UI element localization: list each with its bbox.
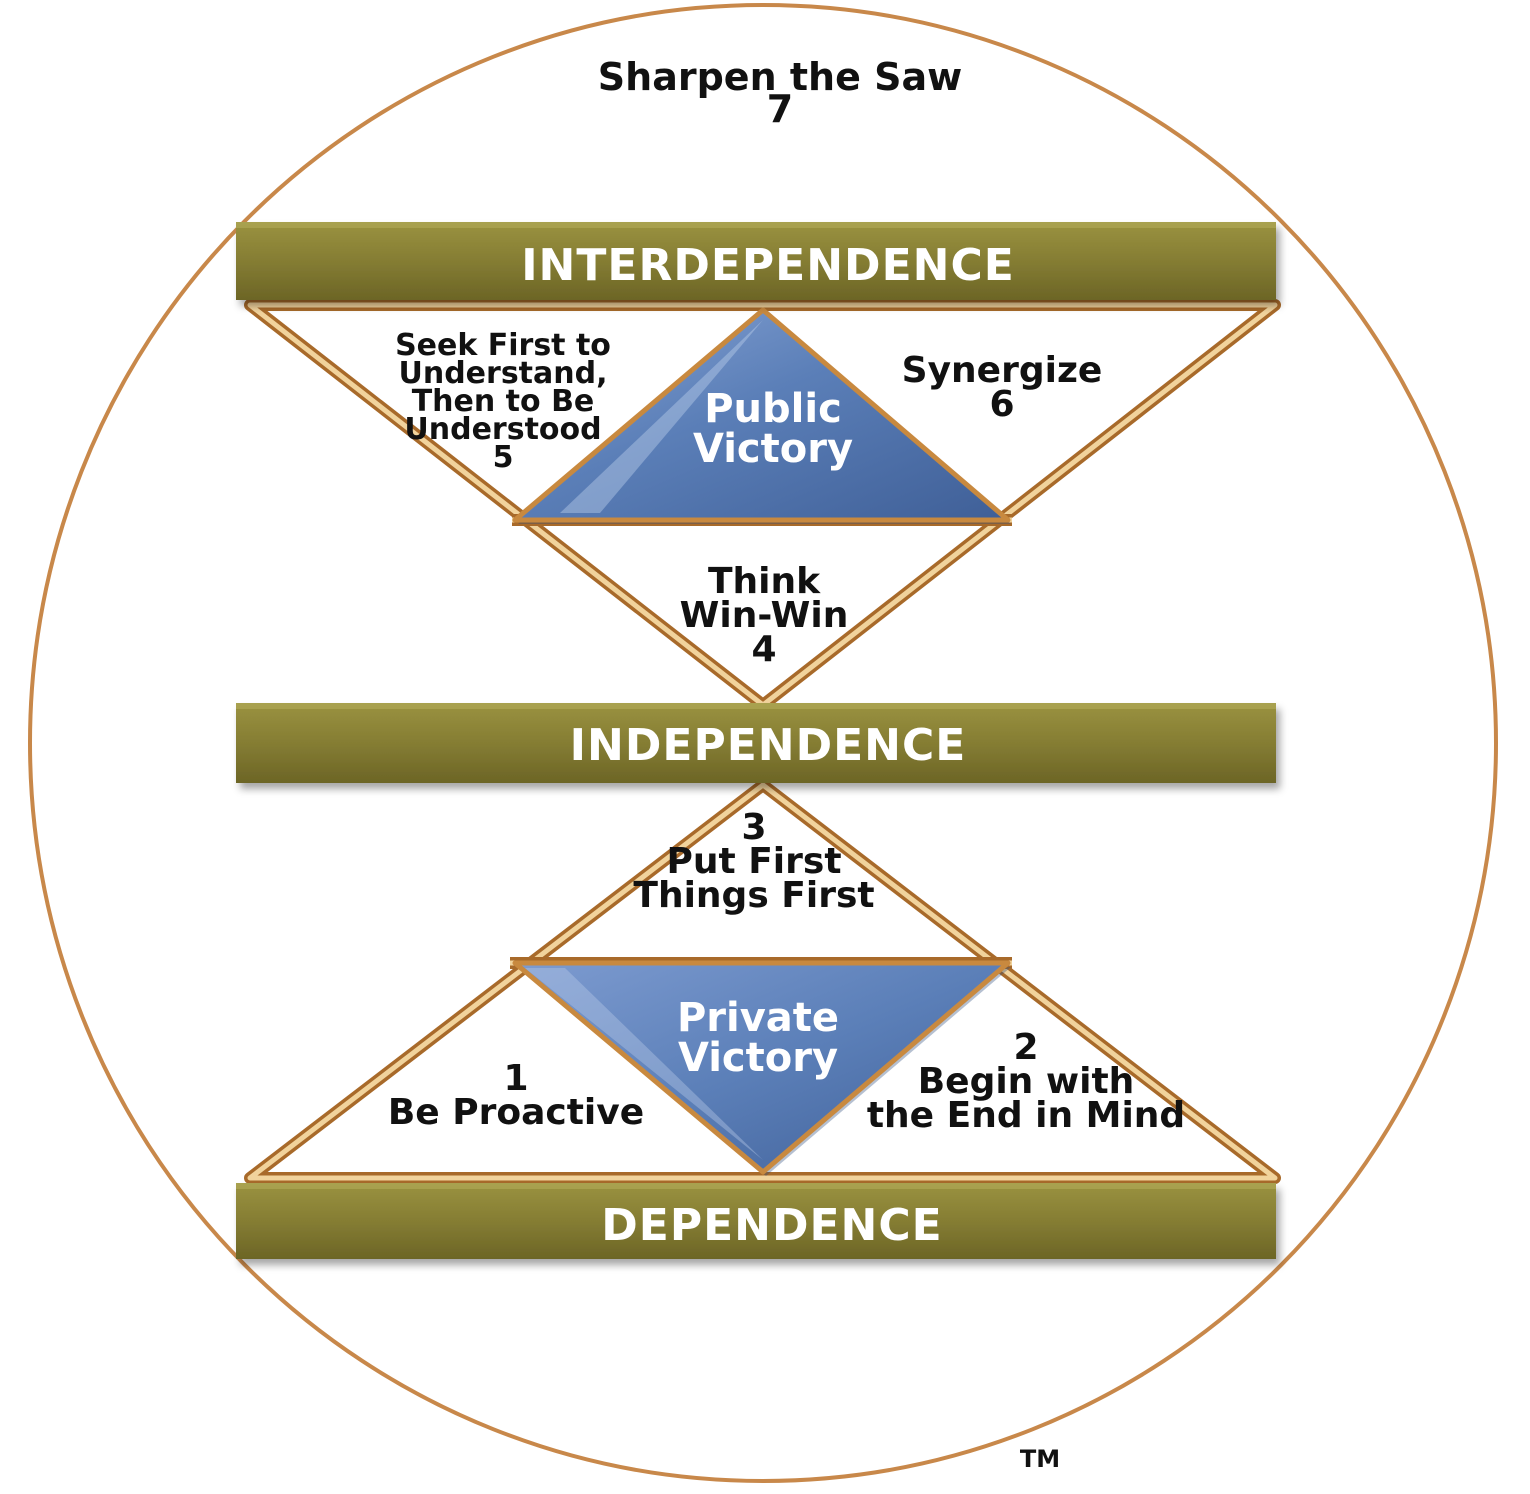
habit6-number: 6 [989,384,1014,425]
interdependence-label: INTERDEPENDENCE [521,240,1015,291]
interdependence-bar [236,222,1276,300]
habit3-number: 3 [741,807,766,848]
habit5-text: Seek First to Understand, Then to Be Und… [395,328,611,475]
habit1-label: Be Proactive [388,1092,644,1133]
independence-label: INDEPENDENCE [570,720,967,771]
habit2-line1: Begin with [918,1061,1135,1102]
habit5-line3: Then to Be [412,384,595,419]
habit1-number: 1 [503,1058,528,1099]
dependence-bar [236,1183,1276,1259]
public-victory-line2: Victory [693,426,853,472]
habit5-number: 5 [493,440,514,475]
habit4-number: 4 [751,629,776,670]
private-victory-line1: Private [677,995,839,1041]
private-victory-line2: Victory [678,1035,838,1081]
habit7-label: Sharpen the Saw [598,55,962,99]
habit3-line2: Things First [633,875,874,916]
independence-bar [236,703,1276,783]
habit5-line4: Understood [404,412,601,447]
outer-circle [28,3,1498,1483]
private-victory-triangle [512,960,1011,1176]
habit4-line2: Win-Win [680,595,849,636]
habit5-line2: Understand, [398,356,607,391]
habit2-line2: the End in Mind [867,1095,1185,1136]
habit5-line1: Seek First to [395,328,611,363]
public-victory-triangle [512,307,1011,524]
public-victory-line1: Public [704,386,842,432]
habit4-line1: Think [708,561,821,602]
dependence-label: DEPENDENCE [601,1200,942,1251]
trademark-mark: TM [1020,1445,1060,1473]
habit7-number: 7 [767,87,793,131]
habit3-line1: Put First [666,841,841,882]
habit2-number: 2 [1013,1027,1038,1068]
habit6-label: Synergize [902,350,1103,391]
